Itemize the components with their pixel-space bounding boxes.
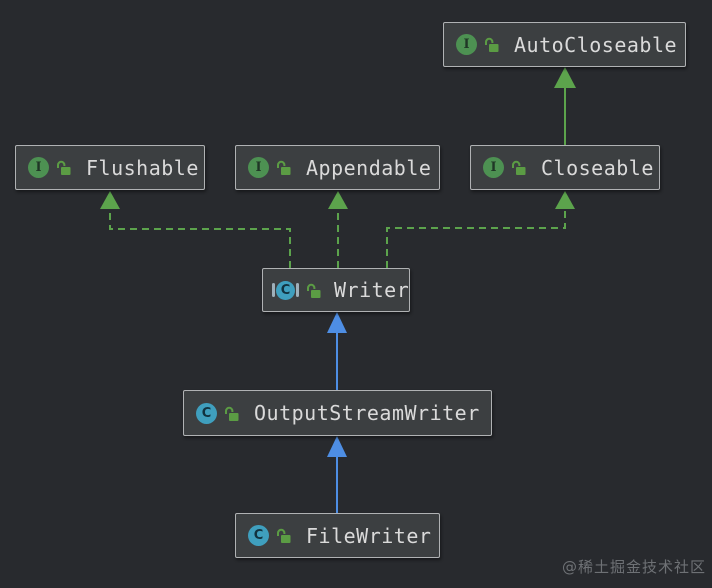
class-node-outputstreamwriter[interactable]: C OutputStreamWriter [183,390,492,436]
watermark-text: @稀土掘金技术社区 [561,558,706,576]
abstract-class-icon: C [272,279,299,301]
interface-icon: I [248,157,269,178]
edge-closeable-extends-autocloseable [554,67,576,145]
open-lock-icon [275,159,292,176]
interface-icon: I [483,157,504,178]
edge-writer-implements-appendable [328,191,348,268]
class-node-appendable[interactable]: I Appendable [235,145,440,190]
class-name-label: FileWriter [306,523,432,548]
open-lock-icon [510,159,527,176]
class-name-label: Appendable [306,155,432,180]
class-name-label: Flushable [86,155,199,180]
edge-outputstreamwriter-extends-writer [327,312,347,390]
class-node-writer[interactable]: C Writer [262,268,410,312]
class-icon: C [196,402,217,424]
class-icon: C [248,525,269,546]
open-lock-icon [275,527,292,544]
class-name-label: OutputStreamWriter [254,401,480,425]
open-lock-icon [55,159,72,176]
interface-icon: I [456,34,477,55]
interface-icon: I [28,157,49,178]
edge-writer-implements-flushable [100,191,291,268]
class-node-closeable[interactable]: I Closeable [470,145,660,190]
class-node-filewriter[interactable]: C FileWriter [235,513,440,558]
class-node-autocloseable[interactable]: I AutoCloseable [443,22,686,67]
class-name-label: Writer [334,278,410,302]
class-node-flushable[interactable]: I Flushable [15,145,205,190]
open-lock-icon [483,36,500,53]
class-name-label: AutoCloseable [514,32,678,57]
class-name-label: Closeable [541,155,654,180]
open-lock-icon [223,405,240,422]
edge-writer-implements-closeable [386,191,575,268]
edge-filewriter-extends-outputstreamwriter [327,436,347,513]
open-lock-icon [305,282,322,299]
